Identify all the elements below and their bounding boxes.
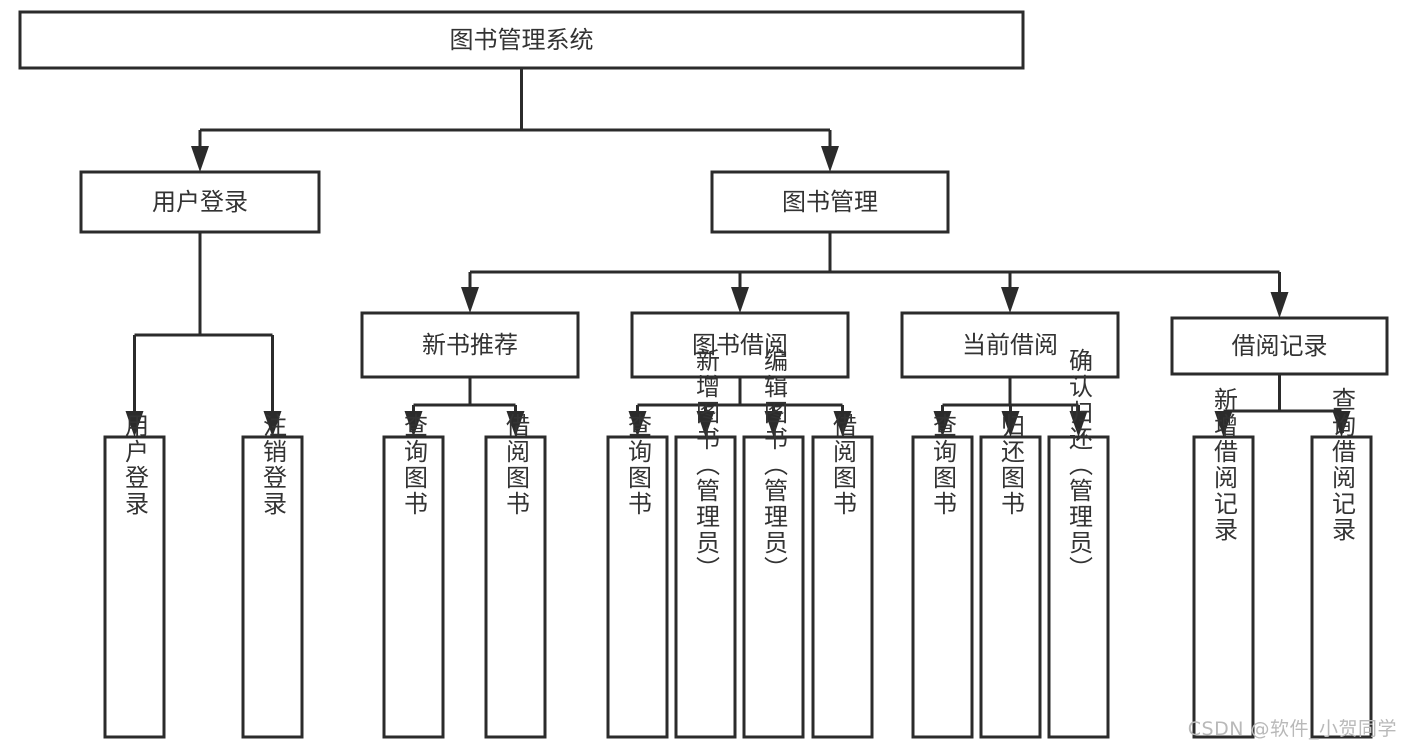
node-bb-add-book[interactable]: 新增图书（管理员） [674, 348, 737, 739]
node-br-query-record[interactable]: 查询借阅记录 [1310, 387, 1373, 739]
edges-layer [125, 68, 1351, 437]
node-box-user-logout[interactable] [241, 435, 304, 739]
nodes-layer: 图书管理系统用户登录用户登录注销登录图书管理新书推荐查询图书借阅图书图书借阅查询… [18, 10, 1389, 739]
node-label-nbr-query-book: 查询图书 [400, 413, 428, 517]
node-box-nbr-query-book[interactable] [382, 435, 445, 739]
node-borrow-record[interactable]: 借阅记录 [1170, 316, 1389, 376]
node-label-root: 图书管理系统 [450, 26, 594, 54]
node-label-user-login: 用户登录 [152, 188, 248, 216]
node-label-borrow-record: 借阅记录 [1232, 332, 1328, 360]
node-new-book-recommend[interactable]: 新书推荐 [360, 311, 580, 379]
node-box-br-query-record[interactable] [1310, 435, 1373, 739]
node-user-logout[interactable]: 注销登录 [241, 413, 304, 739]
node-book-manage[interactable]: 图书管理 [710, 170, 950, 234]
node-label-cb-confirm-return: 确认归还（管理员） [1065, 348, 1093, 582]
node-label-user-logout: 注销登录 [259, 413, 287, 517]
node-book-borrow[interactable]: 图书借阅 [630, 311, 850, 379]
node-root[interactable]: 图书管理系统 [18, 10, 1025, 70]
node-box-cb-return-book[interactable] [979, 435, 1042, 739]
node-box-bb-query-book[interactable] [606, 435, 669, 739]
node-label-br-query-record: 查询借阅记录 [1328, 387, 1356, 543]
node-label-user-login-do: 用户登录 [121, 413, 149, 517]
node-label-bb-query-book: 查询图书 [624, 413, 652, 517]
node-box-borrow-record[interactable] [1170, 316, 1389, 376]
node-user-login-do[interactable]: 用户登录 [103, 413, 166, 739]
node-nbr-borrow-book[interactable]: 借阅图书 [484, 413, 547, 739]
node-box-nbr-borrow-book[interactable] [484, 435, 547, 739]
node-bb-borrow-book[interactable]: 借阅图书 [811, 413, 874, 739]
node-box-user-login-do[interactable] [103, 435, 166, 739]
node-current-borrow[interactable]: 当前借阅 [900, 311, 1120, 379]
node-label-current-borrow: 当前借阅 [962, 331, 1058, 359]
node-box-cb-confirm-return[interactable] [1047, 435, 1110, 739]
node-label-nbr-borrow-book: 借阅图书 [502, 413, 530, 517]
node-label-cb-query-book: 查询图书 [929, 413, 957, 517]
node-box-user-login[interactable] [79, 170, 321, 234]
node-cb-query-book[interactable]: 查询图书 [911, 413, 974, 739]
node-label-br-add-record: 新增借阅记录 [1210, 387, 1238, 543]
node-bb-query-book[interactable]: 查询图书 [606, 413, 669, 739]
node-box-current-borrow[interactable] [900, 311, 1120, 379]
node-user-login[interactable]: 用户登录 [79, 170, 321, 234]
node-bb-edit-book[interactable]: 编辑图书（管理员） [742, 348, 805, 739]
node-box-cb-query-book[interactable] [911, 435, 974, 739]
node-box-bb-borrow-book[interactable] [811, 435, 874, 739]
node-box-br-add-record[interactable] [1192, 435, 1255, 739]
node-box-book-manage[interactable] [710, 170, 950, 234]
node-label-bb-borrow-book: 借阅图书 [829, 413, 857, 517]
node-nbr-query-book[interactable]: 查询图书 [382, 413, 445, 739]
node-label-book-manage: 图书管理 [782, 188, 878, 216]
node-box-bb-add-book[interactable] [674, 435, 737, 739]
node-label-bb-edit-book: 编辑图书（管理员） [760, 348, 788, 582]
node-box-book-borrow[interactable] [630, 311, 850, 379]
node-cb-return-book[interactable]: 归还图书 [979, 413, 1042, 739]
node-label-book-borrow: 图书借阅 [692, 331, 788, 359]
node-box-root[interactable] [18, 10, 1025, 70]
node-cb-confirm-return[interactable]: 确认归还（管理员） [1047, 348, 1110, 739]
node-box-new-book-recommend[interactable] [360, 311, 580, 379]
node-label-cb-return-book: 归还图书 [997, 413, 1025, 517]
node-box-bb-edit-book[interactable] [742, 435, 805, 739]
node-br-add-record[interactable]: 新增借阅记录 [1192, 387, 1255, 739]
node-label-new-book-recommend: 新书推荐 [422, 331, 518, 359]
node-label-bb-add-book: 新增图书（管理员） [692, 348, 720, 582]
